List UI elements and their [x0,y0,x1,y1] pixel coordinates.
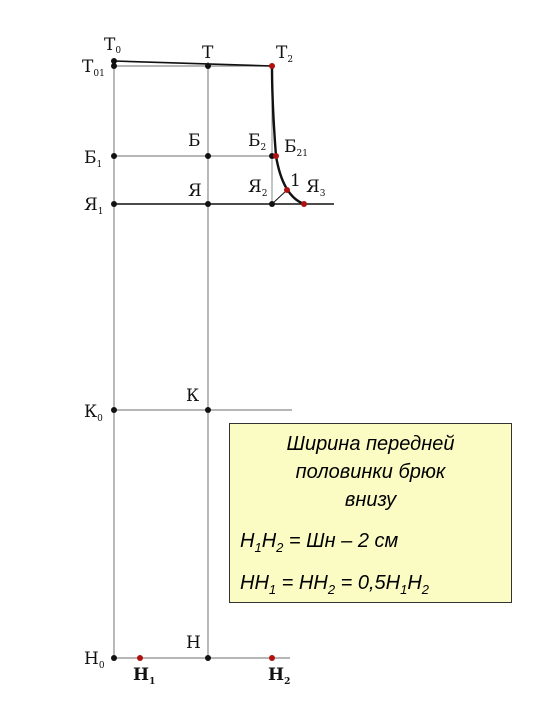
label-h2: Н2 [268,665,290,687]
point-ya3 [301,201,307,207]
label-t01: Т01 [82,57,105,79]
info-title-line-3: внизу [344,489,397,511]
info-title-line-2: половинки брюк [295,461,446,483]
label-k: К [186,386,199,406]
point-t2 [269,63,275,69]
waist-slope-line [113,60,273,67]
point-h [205,655,211,661]
label-h1: Н1 [133,665,155,687]
point-ya [205,201,211,207]
formula-hem-width: Н1Н2 = Шн – 2 см [240,530,399,555]
label-t0: Т0 [104,35,121,56]
label-1: 1 [290,171,301,191]
point-1 [284,187,290,193]
label-h: Н [186,633,201,653]
label-ya: Я [188,181,202,201]
label-ya1: Я1 [84,195,103,217]
info-box: Ширина передней половинки брюк внизу Н1Н… [229,423,512,603]
info-title: Ширина передней половинки брюк внизу [230,430,511,514]
point-h2 [269,655,275,661]
point-b [205,153,211,159]
point-h0 [111,655,117,661]
label-t: Т [202,43,214,63]
curve-helper-line [271,189,288,205]
info-title-line-1: Ширина передней [286,433,455,455]
label-ya2: Я2 [248,177,267,199]
point-t0 [111,58,117,64]
point-k [205,407,211,413]
formula-hem-halves: НН1 = НН2 = 0,5Н1Н2 [240,572,430,597]
point-b21 [273,153,279,159]
point-ya2 [269,201,275,207]
label-k0: К0 [84,402,103,424]
point-t01 [111,63,117,69]
label-b21: Б21 [284,137,308,159]
point-ya1 [111,201,117,207]
label-b2: Б2 [248,131,266,153]
label-ya3: Я3 [306,177,326,199]
label-b: Б [188,131,201,151]
point-t [205,63,211,69]
point-b1 [111,153,117,159]
label-b1: Б1 [84,148,102,170]
label-h0: Н0 [84,649,105,671]
point-k0 [111,407,117,413]
point-h1 [137,655,143,661]
label-t2: Т2 [276,43,293,65]
